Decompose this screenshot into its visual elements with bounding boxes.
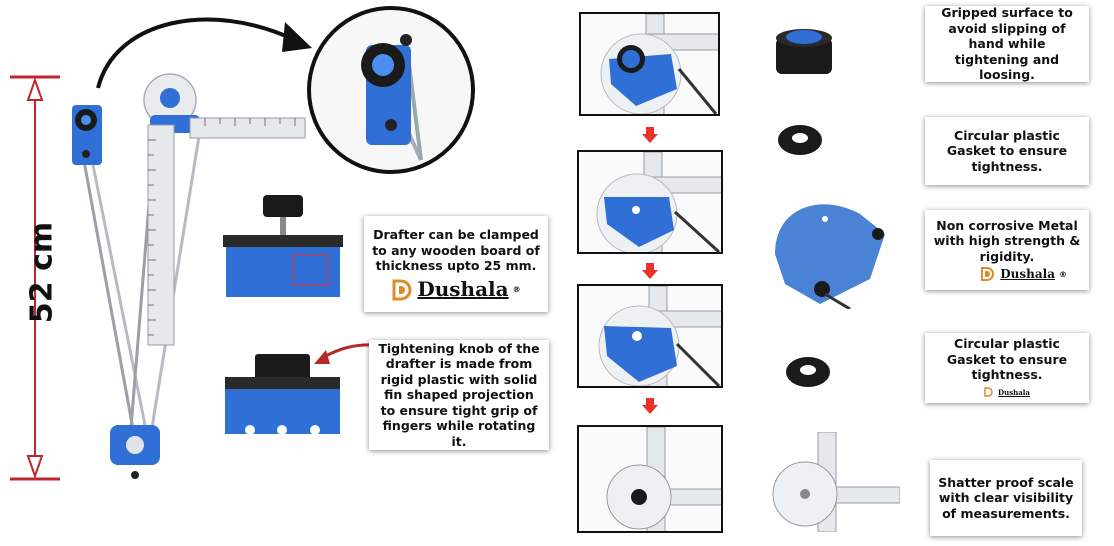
step-3-photo [577, 284, 723, 388]
brand-logo-small: Dushala ® [980, 266, 1067, 282]
clamp-callout-text: Drafter can be clamped to any wooden boa… [372, 227, 540, 274]
clamp-illustration [223, 195, 343, 297]
gasket-1-callout: Circular plastic Gasket to ensure tightn… [925, 117, 1089, 185]
brand-logo-tiny: Dushala [984, 385, 1030, 401]
metal-callout-text: Non corrosive Metal with high strength &… [933, 217, 1081, 264]
step-3-illustration [598, 286, 721, 386]
brand-name: Dushala [998, 387, 1030, 397]
zoom-arrow [96, 17, 312, 89]
brand-logo: Dushala® [391, 277, 521, 301]
gasket-2-callout: Circular plastic Gasket to ensure tightn… [925, 333, 1089, 403]
step-4-photo [577, 425, 723, 533]
gasket-2-illustration [786, 357, 830, 387]
gasket-1-callout-text: Circular plastic Gasket to ensure tightn… [946, 127, 1068, 174]
scale-callout-text: Shatter proof scale with clear visibilit… [938, 474, 1074, 521]
brand-mark-icon [392, 279, 412, 301]
metal-plate-illustration [775, 204, 885, 309]
brand-mark-icon [984, 387, 993, 397]
gasket-1-illustration [778, 125, 822, 155]
brand-name: Dushala [1000, 266, 1055, 281]
brand-name: Dushala [417, 277, 509, 301]
gasket-2-callout-text: Circular plastic Gasket to ensure tightn… [946, 336, 1068, 382]
scale-callout: Shatter proof scale with clear visibilit… [930, 460, 1082, 536]
dimension-label: 52 cm [24, 221, 60, 324]
knob-callout: Tightening knob of the drafter is made f… [369, 340, 549, 450]
knob-illustration [225, 354, 340, 435]
step-arrow-1 [642, 127, 658, 143]
step-arrow-3 [642, 398, 658, 414]
drafter-illustration [72, 73, 306, 479]
dimension-marker [10, 75, 60, 481]
knob-callout-text: Tightening knob of the drafter is made f… [378, 340, 540, 449]
metal-callout: Non corrosive Metal with high strength &… [925, 210, 1089, 290]
step-2-photo [577, 150, 723, 254]
brand-registered: ® [1059, 269, 1067, 279]
grip-callout: Gripped surface to avoid slipping of han… [925, 5, 1089, 83]
knob-closeup-illustration [361, 34, 423, 161]
step-4-illustration [606, 427, 721, 531]
zoom-detail-circle [307, 6, 475, 174]
step-1-illustration [600, 14, 718, 114]
scale-illustration [772, 432, 900, 532]
step-arrow-2 [642, 263, 658, 279]
grip-callout-text: Gripped surface to avoid slipping of han… [941, 5, 1073, 83]
brand-registered: ® [512, 285, 521, 294]
brand-mark-icon [981, 267, 995, 282]
knob-component-illustration [776, 29, 832, 74]
step-1-photo [579, 12, 720, 116]
clamp-callout: Drafter can be clamped to any wooden boa… [364, 216, 548, 312]
step-2-illustration [596, 152, 721, 252]
